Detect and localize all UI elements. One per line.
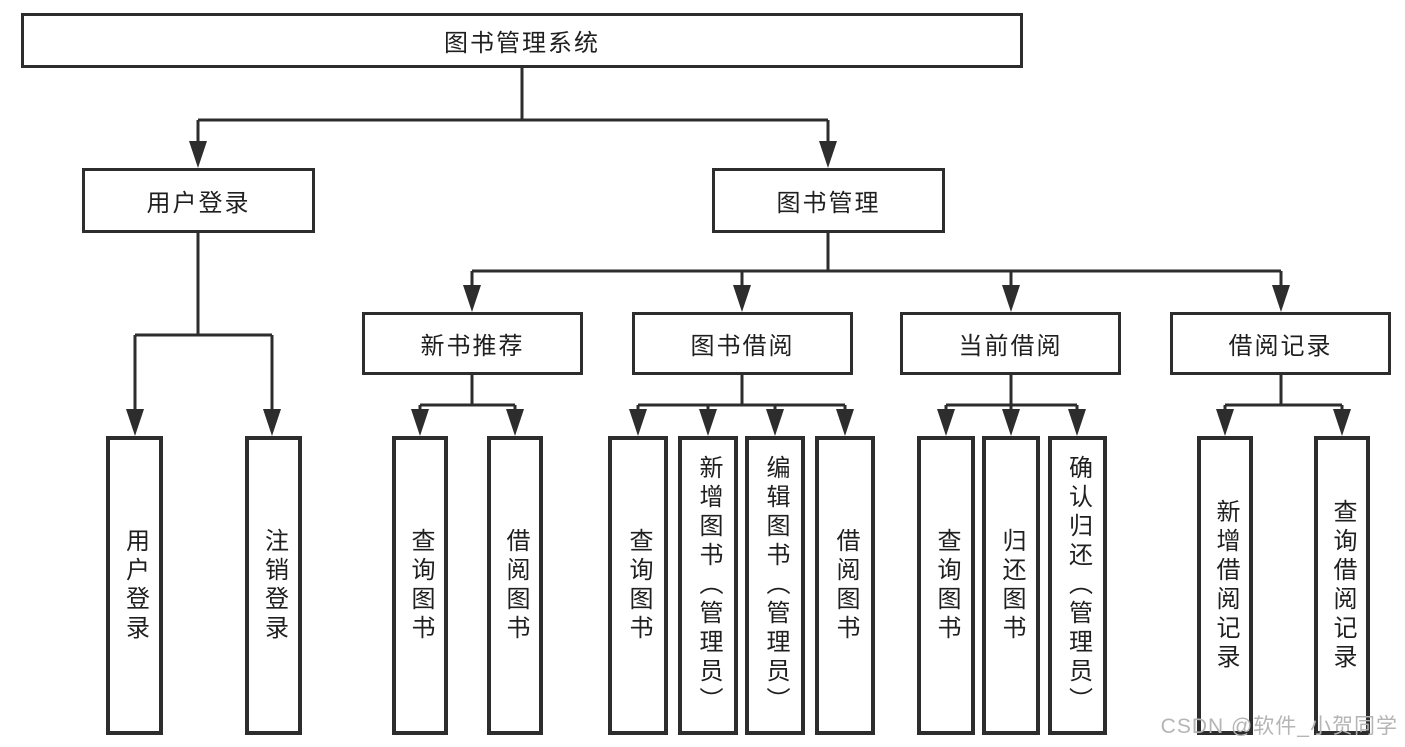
arrowhead-icon bbox=[126, 141, 1351, 436]
node-book-borrowing: 图书借阅 bbox=[632, 312, 853, 375]
leaf-borrow-books: 借阅图书 bbox=[815, 436, 875, 735]
leaf-query-books-current: 查询图书 bbox=[917, 436, 975, 735]
node-current-borrowing: 当前借阅 bbox=[900, 312, 1121, 375]
node-library-management-system: 图书管理系统 bbox=[21, 13, 1023, 68]
leaf-add-books-admin: 新增图书（管理员） bbox=[678, 436, 738, 735]
node-new-book-recommendation: 新书推荐 bbox=[362, 312, 583, 375]
node-book-management: 图书管理 bbox=[712, 168, 945, 233]
leaf-query-books-recommend: 查询图书 bbox=[392, 436, 448, 735]
leaf-add-borrow-record: 新增借阅记录 bbox=[1197, 436, 1253, 735]
node-borrowing-records: 借阅记录 bbox=[1170, 312, 1391, 375]
leaf-confirm-return-admin: 确认归还（管理员） bbox=[1048, 436, 1107, 735]
leaf-logout: 注销登录 bbox=[245, 436, 302, 735]
leaf-edit-books-admin: 编辑图书（管理员） bbox=[745, 436, 805, 735]
watermark: CSDN @软件_小贺同学 bbox=[1160, 715, 1398, 738]
leaf-return-books: 归还图书 bbox=[982, 436, 1040, 735]
leaf-query-borrow-record: 查询借阅记录 bbox=[1314, 436, 1370, 735]
node-user-login: 用户登录 bbox=[82, 168, 315, 233]
leaf-user-login: 用户登录 bbox=[106, 436, 163, 735]
leaf-query-books-borrow: 查询图书 bbox=[608, 436, 668, 735]
leaf-borrow-books-recommend: 借阅图书 bbox=[487, 436, 543, 735]
